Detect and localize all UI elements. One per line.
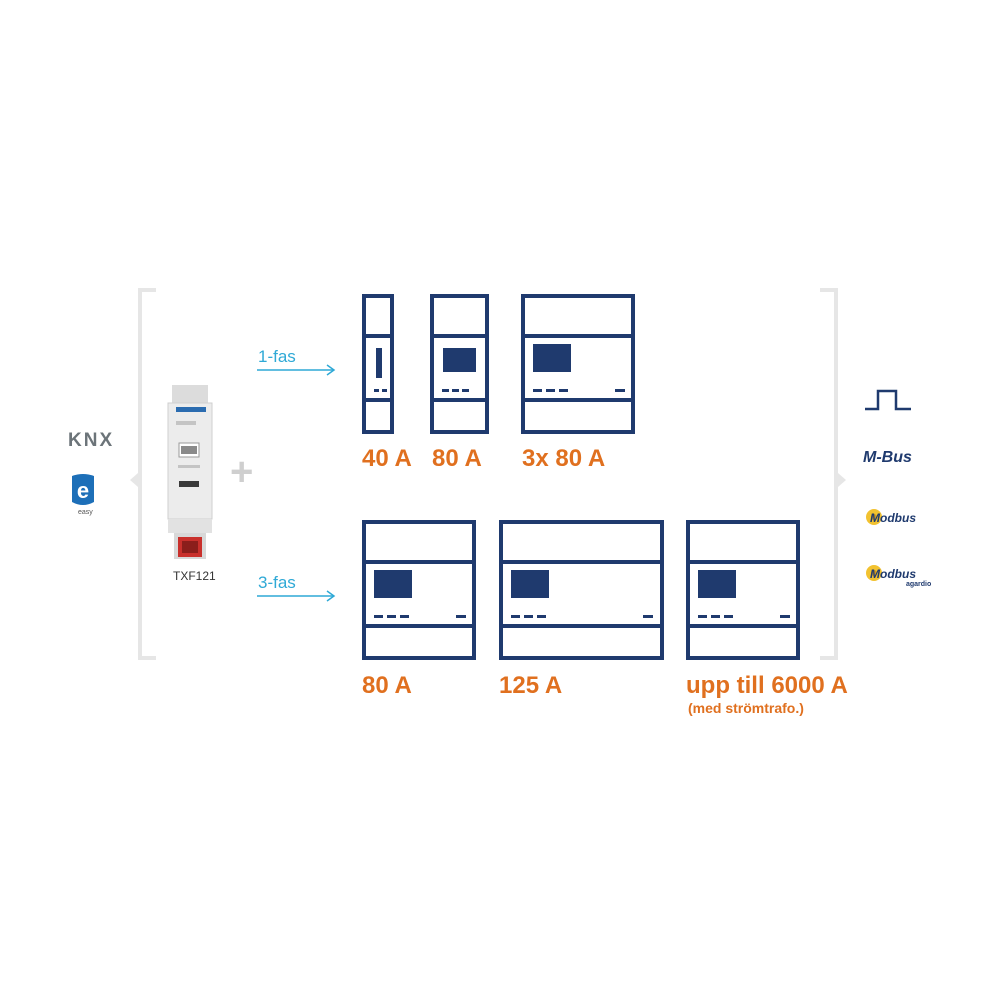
meter-rating: 80 A: [362, 672, 412, 699]
meter-rating: 40 A: [362, 445, 412, 472]
meter-40a-icon: [362, 294, 394, 434]
knx-logo-text: KNX: [68, 430, 115, 451]
modbus-gear-icon: [866, 509, 882, 525]
meter-80a-three-phase-icon: [362, 520, 476, 660]
easy-caption: easy: [78, 509, 93, 516]
right-bracket-notch: [838, 473, 846, 487]
meter-rating: 80 A: [432, 445, 482, 472]
meter-rating-note: (med strömtrafo.): [688, 700, 804, 716]
modbus-agardio-logo: Modbus: [870, 567, 916, 581]
meter-rating: 125 A: [499, 672, 563, 699]
meter-3x80a-icon: [521, 294, 635, 434]
meter-125a-icon: [499, 520, 664, 660]
right-bracket: [820, 288, 838, 660]
txf121-device: [167, 385, 213, 559]
meter-rating: 3x 80 A: [522, 445, 606, 472]
modbus-logo: Modbus: [870, 511, 916, 525]
modbus-agardio-gear-icon: [866, 565, 882, 581]
left-bracket-notch: [130, 473, 138, 487]
easy-logo-icon: e: [72, 474, 94, 505]
left-bracket: [138, 288, 156, 660]
three-phase-label: 3-fas: [258, 573, 296, 592]
meter-80a-icon: [430, 294, 489, 434]
svg-text:e: e: [77, 478, 89, 503]
device-model-label: TXF121: [173, 569, 216, 583]
meter-rating: upp till 6000 A: [686, 672, 848, 699]
meter-6000a-icon: [686, 520, 800, 660]
plus-icon: +: [230, 450, 254, 494]
single-phase-arrow-icon: [257, 364, 336, 376]
mbus-logo: M-Bus: [863, 449, 912, 466]
pulse-icon: [865, 389, 911, 411]
agardio-caption: agardio: [906, 581, 932, 588]
three-phase-arrow-icon: [257, 590, 336, 602]
single-phase-label: 1-fas: [258, 347, 296, 366]
knx-logo: KNX: [68, 430, 114, 452]
